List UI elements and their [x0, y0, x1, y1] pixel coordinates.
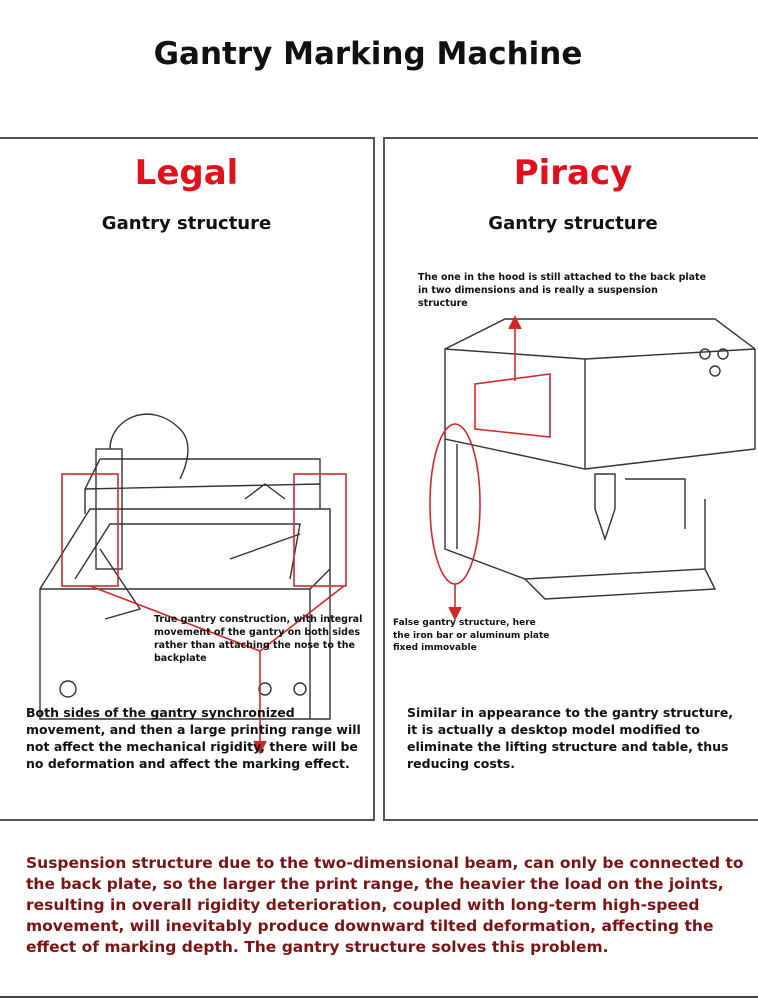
- bottom-divider: [0, 996, 758, 998]
- legal-description: Both sides of the gantry synchronized mo…: [26, 705, 361, 771]
- piracy-top-note: The one in the hood is still attached to…: [418, 272, 707, 309]
- page-title: Gantry Marking Machine: [153, 36, 583, 72]
- legal-subheading: Gantry structure: [101, 213, 272, 234]
- piracy-machine-illustration: [429, 315, 756, 621]
- piracy-description: Similar in appearance to the gantry stru…: [407, 705, 734, 771]
- piracy-subheading: Gantry structure: [488, 213, 658, 234]
- legal-note: True gantry construction, with integral …: [154, 614, 363, 664]
- legal-heading: Legal: [134, 153, 239, 193]
- piracy-panel: Piracy Gantry structure The one in the h…: [383, 137, 758, 821]
- conclusion-text: Suspension structure due to the two-dime…: [26, 854, 744, 956]
- piracy-bottom-note: False gantry structure, here the iron ba…: [393, 618, 550, 653]
- legal-machine-illustration: [39, 413, 347, 755]
- legal-panel: Legal Gantry structure: [0, 137, 375, 821]
- piracy-heading: Piracy: [513, 153, 633, 193]
